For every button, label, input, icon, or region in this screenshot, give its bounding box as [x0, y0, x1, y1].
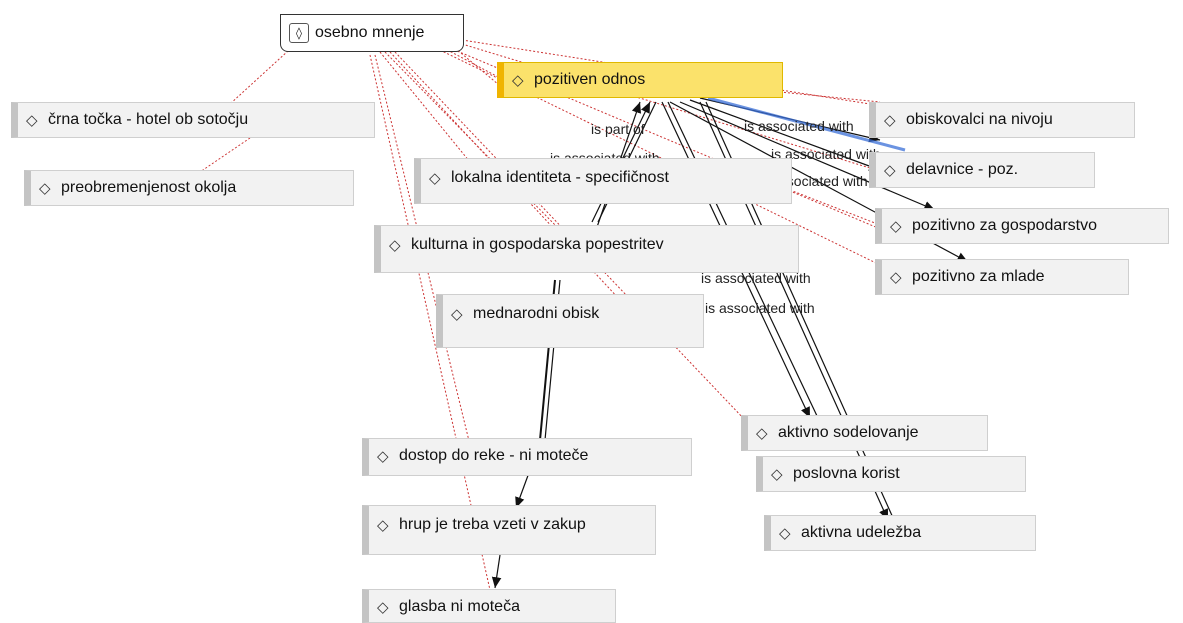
diamond-icon: ◇	[377, 598, 389, 616]
link-crna-preobremenjenost	[199, 137, 251, 173]
diamond-icon: ◇	[512, 71, 524, 89]
root-node-osebno-mnenje[interactable]: ◊ osebno mnenje	[280, 14, 464, 52]
edge-label-assoc-5: is associated with	[701, 270, 811, 286]
diamond-icon: ◇	[429, 169, 441, 187]
diamond-icon: ◇	[756, 424, 768, 442]
edge-label-is-part-of: is part of	[591, 121, 645, 137]
link-pozitiven-delavnice-a	[689, 99, 881, 171]
node-aktivna-udelezba[interactable]: ◇ aktivna udeležba	[764, 515, 1036, 551]
node-poslovna-korist[interactable]: ◇ poslovna korist	[756, 456, 1026, 492]
node-hrup[interactable]: ◇ hrup je treba vzeti v zakup	[362, 505, 656, 555]
node-label: črna točka - hotel ob sotočju	[48, 111, 249, 128]
link-root-lokalna	[379, 51, 471, 163]
node-mednarodni-obisk[interactable]: ◇ mednarodni obisk	[436, 294, 704, 348]
link-root-delavnice	[461, 43, 871, 169]
node-label: kulturna in gospodarska popestritev	[411, 236, 664, 253]
node-delavnice[interactable]: ◇ delavnice - poz.	[869, 152, 1095, 188]
node-label: obiskovalci na nivoju	[906, 111, 1053, 128]
root-node-label: osebno mnenje	[315, 24, 425, 41]
edge-label-assoc-2: is associated with	[771, 146, 881, 162]
node-label: dostop do reke - ni moteče	[399, 447, 589, 464]
node-crna-tocka[interactable]: ◇ črna točka - hotel ob sotočju	[11, 102, 375, 138]
edge-label-assoc-1: is associated with	[744, 118, 854, 134]
node-label: pozitivno za mlade	[912, 268, 1045, 285]
node-dostop-do-reke[interactable]: ◇ dostop do reke - ni moteče	[362, 438, 692, 476]
boxed-diamond-icon: ◊	[289, 23, 309, 43]
link-lokalna-gospodarstvo	[789, 189, 881, 226]
node-label: pozitivno za gospodarstvo	[912, 217, 1097, 234]
edge-label-assoc-6: is associated with	[705, 300, 815, 316]
node-aktivno-sodelovanje[interactable]: ◇ aktivno sodelovanje	[741, 415, 988, 451]
node-label: mednarodni obisk	[473, 305, 600, 322]
diamond-icon: ◇	[39, 179, 51, 197]
node-label: pozitiven odnos	[534, 71, 646, 88]
node-glasba[interactable]: ◇ glasba ni moteča	[362, 589, 616, 623]
node-label: aktivno sodelovanje	[778, 424, 919, 441]
diamond-icon: ◇	[26, 111, 38, 129]
diamond-icon: ◇	[377, 447, 389, 465]
node-pozitivno-za-mlade[interactable]: ◇ pozitivno za mlade	[875, 259, 1129, 295]
diamond-icon: ◇	[771, 465, 783, 483]
link-selected	[707, 96, 906, 152]
node-lokalna-identiteta[interactable]: ◇ lokalna identiteta - specifičnost	[414, 158, 792, 204]
diamond-icon: ◇	[451, 305, 463, 323]
link-root-glasba	[369, 54, 491, 591]
node-kulturna-popestritev[interactable]: ◇ kulturna in gospodarska popestritev	[374, 225, 799, 273]
node-label: lokalna identiteta - specifičnost	[451, 169, 669, 186]
node-label: glasba ni moteča	[399, 598, 520, 615]
diamond-icon: ◇	[884, 111, 896, 129]
link-root-obiskovalci	[461, 39, 871, 105]
node-pozitiven-odnos[interactable]: ◇ pozitiven odnos	[497, 62, 783, 98]
diamond-icon: ◇	[779, 524, 791, 542]
node-pozitivno-za-gospodarstvo[interactable]: ◇ pozitivno za gospodarstvo	[875, 208, 1169, 244]
diamond-icon: ◇	[377, 516, 389, 534]
link-pozitiven-gospodarstvo	[679, 101, 936, 211]
diamond-icon: ◇	[890, 268, 902, 286]
node-obiskovalci-na-nivoju[interactable]: ◇ obiskovalci na nivoju	[869, 102, 1135, 138]
link-root-pozitiven	[439, 45, 501, 79]
node-label: delavnice - poz.	[906, 161, 1019, 178]
link-pozitiven-delavnice	[779, 91, 881, 103]
node-label: aktivna udeležba	[801, 524, 922, 541]
diamond-icon: ◇	[389, 236, 401, 254]
link-hrup-glasba	[491, 554, 502, 589]
node-label: preobremenjenost okolja	[61, 179, 237, 196]
node-label: poslovna korist	[793, 465, 900, 482]
node-label: hrup je treba vzeti v zakup	[399, 516, 586, 533]
node-preobremenjenost-okolja[interactable]: ◇ preobremenjenost okolja	[24, 170, 354, 206]
diamond-icon: ◇	[890, 217, 902, 235]
diamond-icon: ◇	[884, 161, 896, 179]
link-dostop-hrup	[515, 469, 531, 509]
